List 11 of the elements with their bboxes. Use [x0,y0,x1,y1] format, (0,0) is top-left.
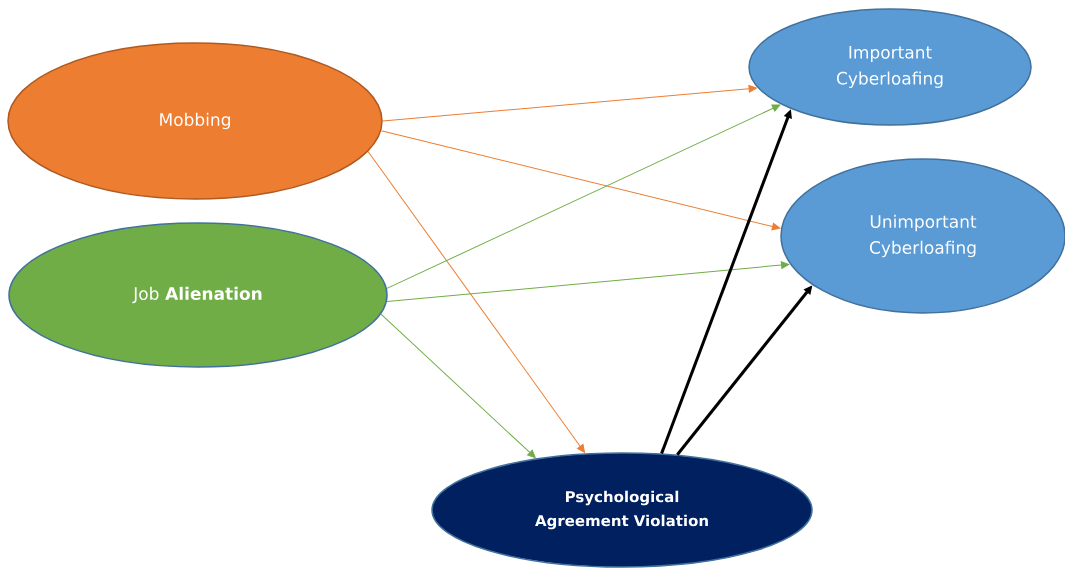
arrow [382,84,757,122]
ellipse-node: Job Alienation [8,222,388,368]
arrow [386,261,790,303]
ellipse-node: Unimportant Cyberloafing [780,158,1065,314]
arrow [380,130,781,231]
ellipse-node: Psychological Agreement Violation [431,452,813,568]
ellipse-node: Important Cyberloafing [748,8,1032,126]
arrow [367,151,585,453]
ellipse-node: Mobbing [7,42,383,200]
arrow [386,104,781,289]
arrow [380,313,536,459]
